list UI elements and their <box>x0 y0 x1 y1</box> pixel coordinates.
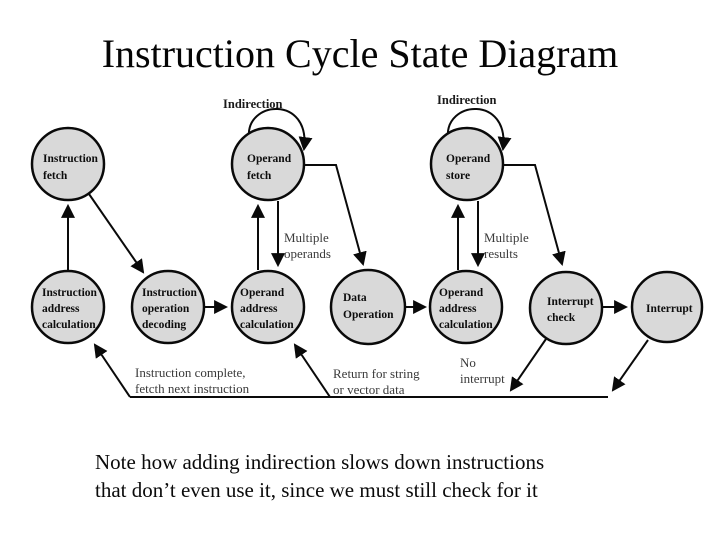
label-operand-fetch-line2: fetch <box>247 170 272 182</box>
label-operand-addr-calc-2-line3: calculation <box>439 319 493 331</box>
label-indirection-fetch: Indirection <box>223 97 283 111</box>
label-instruction-fetch-line2: fetch <box>43 170 68 182</box>
label-instr-addr-calc-line2: address <box>42 303 80 315</box>
state-interrupt-check <box>528 270 604 346</box>
slide-note-line2: that don’t even use it, since we must st… <box>95 478 538 502</box>
edge-return-line-to-operand-addr-calc-1-string-vector <box>293 343 331 398</box>
edge-instr-fetch-to-decoding <box>88 193 145 274</box>
label-instr-addr-calc-line1: Instruction <box>42 287 98 299</box>
edge-indirection-loop-operand-fetch <box>247 108 313 152</box>
label-instr-op-decoding-line3: decoding <box>142 319 186 331</box>
edge-indirection-loop-operand-store <box>446 108 512 152</box>
label-no-interrupt-line2: interrupt <box>460 371 505 386</box>
state-data-operation <box>329 268 407 346</box>
label-data-operation-line2: Operation <box>343 309 394 321</box>
label-multiple-operands-line1: Multiple <box>284 230 329 245</box>
label-instruction-complete-line1: Instruction complete, <box>135 365 245 380</box>
state-operand-address-calculation-1 <box>230 269 306 345</box>
label-operand-fetch-line1: Operand <box>247 153 292 165</box>
label-indirection-store: Indirection <box>437 93 497 107</box>
label-interrupt-check-line2: check <box>547 312 576 324</box>
label-instruction-fetch-line1: Instruction <box>43 153 99 165</box>
edge-operand-store-to-interrupt-check <box>502 164 566 267</box>
label-instr-op-decoding-line2: operation <box>142 303 190 315</box>
label-return-string-line1: Return for string <box>333 366 420 381</box>
label-return-string-line2: or vector data <box>333 382 405 397</box>
label-operand-store-line1: Operand <box>446 153 491 165</box>
state-operand-store <box>429 126 505 202</box>
label-instr-op-decoding-line1: Instruction <box>142 287 198 299</box>
label-multiple-results-line1: Multiple <box>484 230 529 245</box>
label-multiple-results-line2: results <box>484 246 518 261</box>
label-operand-store-line2: store <box>446 170 470 182</box>
label-no-interrupt-line1: No <box>460 355 476 370</box>
edge-return-line-to-instr-addr-calc <box>93 343 131 398</box>
label-operand-addr-calc-1-line3: calculation <box>240 319 294 331</box>
slide-note: Note how adding indirection slows down i… <box>95 448 635 504</box>
state-instruction-operation-decoding <box>130 269 206 345</box>
label-operand-addr-calc-1-line2: address <box>240 303 278 315</box>
edge-interrupt-check-to-return-line-no-interrupt <box>509 338 547 392</box>
state-interrupt <box>630 270 704 344</box>
state-operand-fetch <box>230 126 306 202</box>
label-interrupt-check-line1: Interrupt <box>547 296 594 308</box>
edge-operand-fetch-to-data-operation <box>303 164 367 267</box>
label-data-operation-line1: Data <box>343 292 367 304</box>
label-multiple-operands-line2: operands <box>284 246 331 261</box>
state-instruction-fetch <box>30 126 106 202</box>
label-instr-addr-calc-line3: calculation <box>42 319 96 331</box>
slide-title: Instruction Cycle State Diagram <box>101 31 619 76</box>
edge-interrupt-to-return-line <box>611 339 649 392</box>
label-instruction-complete-line2: fetcth next instruction <box>135 381 250 396</box>
label-operand-addr-calc-2-line2: address <box>439 303 477 315</box>
label-interrupt: Interrupt <box>646 303 693 315</box>
label-operand-addr-calc-1-line1: Operand <box>240 287 285 299</box>
slide-note-line1: Note how adding indirection slows down i… <box>95 450 545 474</box>
state-instruction-address-calculation <box>30 269 106 345</box>
state-operand-address-calculation-2 <box>428 269 504 345</box>
label-operand-addr-calc-2-line1: Operand <box>439 287 484 299</box>
